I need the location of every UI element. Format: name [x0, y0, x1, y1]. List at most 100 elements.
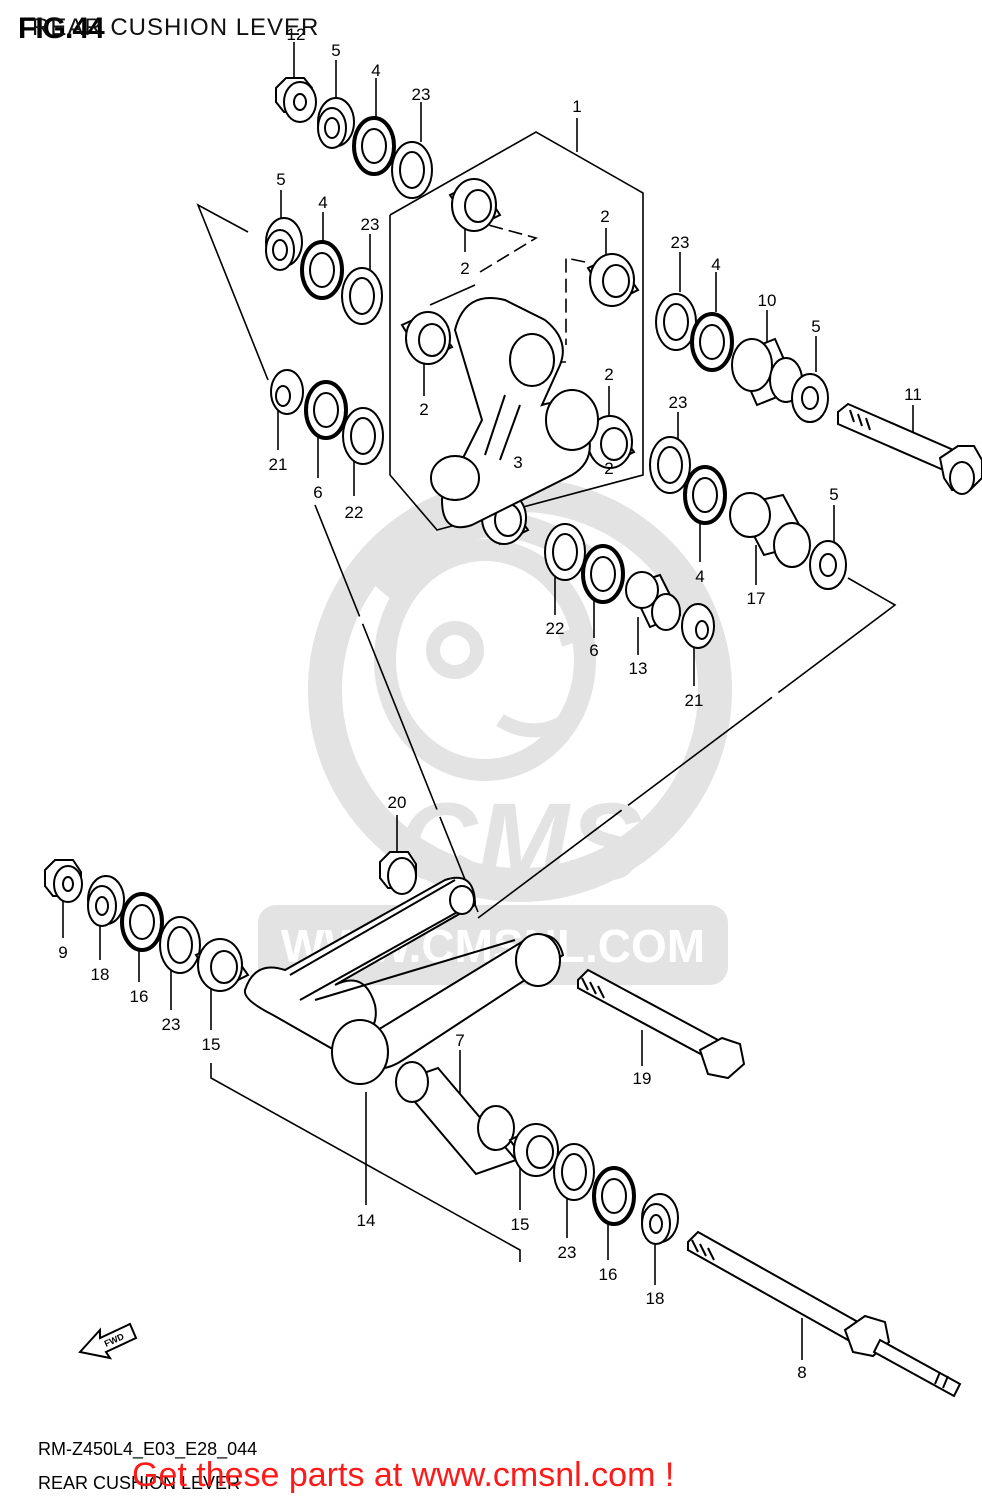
part-5-collar-b	[265, 217, 303, 271]
callout-14: 14	[357, 1211, 376, 1230]
part-16-seal-a	[120, 892, 164, 952]
part-6-seal-a	[304, 380, 348, 440]
part-2-bearing-a	[448, 178, 502, 232]
callout-18: 18	[91, 965, 110, 984]
callout-6: 6	[589, 641, 598, 660]
callout-7: 7	[455, 1031, 464, 1050]
callout-2: 2	[604, 365, 613, 384]
footer-title: REAR CUSHION LEVER	[38, 1473, 241, 1493]
cmsnl-watermark: CMS WWW.CMSNL.COM	[258, 478, 732, 985]
part-21-collar-a	[270, 369, 304, 415]
callout-5: 5	[829, 485, 838, 504]
part-18-collar-a	[87, 875, 125, 927]
callout-23: 23	[558, 1243, 577, 1262]
callout-13: 13	[629, 659, 648, 678]
callout-2: 2	[419, 400, 428, 419]
part-1-outline-box	[389, 131, 644, 531]
part-23-washer-c	[655, 293, 697, 351]
callout-9: 9	[58, 943, 67, 962]
part-2-bearing-b	[586, 253, 640, 307]
callout-22: 22	[345, 503, 364, 522]
figure-title: REAR CUSHION LEVER	[32, 14, 320, 41]
part-23-washer-e	[159, 916, 201, 974]
part-20-nut	[379, 851, 417, 895]
callout-22: 22	[546, 619, 565, 638]
callout-3: 3	[513, 453, 522, 472]
part-21-collar-b	[681, 603, 715, 649]
left-group-bracket	[196, 203, 269, 381]
part-13-spacer	[625, 571, 682, 631]
part-5-collar-a	[317, 97, 355, 149]
part-2-bearing-c	[400, 311, 454, 365]
guide-dash-1	[469, 219, 539, 273]
callout-19: 19	[633, 1069, 652, 1088]
callout-20: 20	[388, 793, 407, 812]
watermark-wink	[557, 623, 593, 647]
part-12-nut	[275, 77, 317, 123]
callout-16: 16	[130, 987, 149, 1006]
alignment-line-right	[477, 577, 897, 919]
callout-23: 23	[671, 233, 690, 252]
callout-2: 2	[604, 459, 613, 478]
part-23-washer-b	[341, 267, 383, 325]
callout-5: 5	[331, 41, 340, 60]
part-4-seal-a	[352, 116, 396, 176]
callout-12: 12	[287, 25, 306, 44]
part-23-washer-f	[553, 1143, 595, 1201]
callout-2: 2	[460, 259, 469, 278]
callout-21: 21	[269, 455, 288, 474]
promo-link-text[interactable]: Get these parts at www.cmsnl.com !	[132, 1456, 675, 1494]
callout-5: 5	[276, 170, 285, 189]
callout-17: 17	[747, 589, 766, 608]
part-18-collar-b	[641, 1193, 679, 1245]
callout-23: 23	[669, 393, 688, 412]
part-14-cushion-rod	[243, 876, 565, 1085]
guide-dash-2	[565, 257, 586, 345]
figure-number: FIG.44	[18, 12, 105, 45]
callout-15: 15	[202, 1035, 221, 1054]
callout-4: 4	[371, 61, 380, 80]
part-22-washer-b	[544, 523, 586, 581]
part-6-seal-b	[581, 544, 625, 604]
callout-6: 6	[313, 483, 322, 502]
callout-8: 8	[797, 1363, 806, 1382]
callout-4: 4	[711, 255, 720, 274]
part-15-bearing-a	[194, 938, 250, 992]
callout-4: 4	[695, 567, 704, 586]
callout-1: 1	[572, 97, 581, 116]
part-4-seal-b	[300, 240, 344, 300]
part-19-bolt	[577, 968, 746, 1080]
part-1-cushion-lever	[430, 297, 599, 529]
part-8-bolt	[687, 1230, 962, 1398]
part-23-washer-d	[649, 436, 691, 494]
model-code: RM-Z450L4_E03_E28_044	[38, 1439, 258, 1459]
parts	[44, 77, 982, 1398]
part-7-spacer	[395, 1061, 518, 1176]
part-15-bearing-b	[508, 1123, 564, 1177]
part-22-washer-a	[342, 407, 384, 465]
part-4-seal-d	[683, 465, 727, 525]
callout-23: 23	[412, 85, 431, 104]
alignment-line-left	[314, 504, 479, 913]
fwd-arrow-icon	[78, 1322, 138, 1360]
callout-23: 23	[361, 215, 380, 234]
part-5-collar-d	[809, 540, 847, 590]
callout-11: 11	[904, 385, 922, 404]
part-5-collar-c	[791, 373, 829, 423]
callout-18: 18	[646, 1289, 665, 1308]
watermark-mouth	[496, 704, 585, 738]
part-16-seal-b	[592, 1166, 636, 1226]
callout-10: 10	[758, 291, 777, 310]
part-17-bushing	[729, 492, 811, 568]
guide-dash-3	[429, 284, 476, 306]
callout-5: 5	[811, 317, 820, 336]
callout-23: 23	[162, 1015, 181, 1034]
part-23-washer-a	[391, 141, 433, 199]
part-9-nut	[44, 859, 83, 903]
callout-4: 4	[318, 193, 327, 212]
callout-16: 16	[599, 1265, 618, 1284]
callout-21: 21	[685, 691, 704, 710]
